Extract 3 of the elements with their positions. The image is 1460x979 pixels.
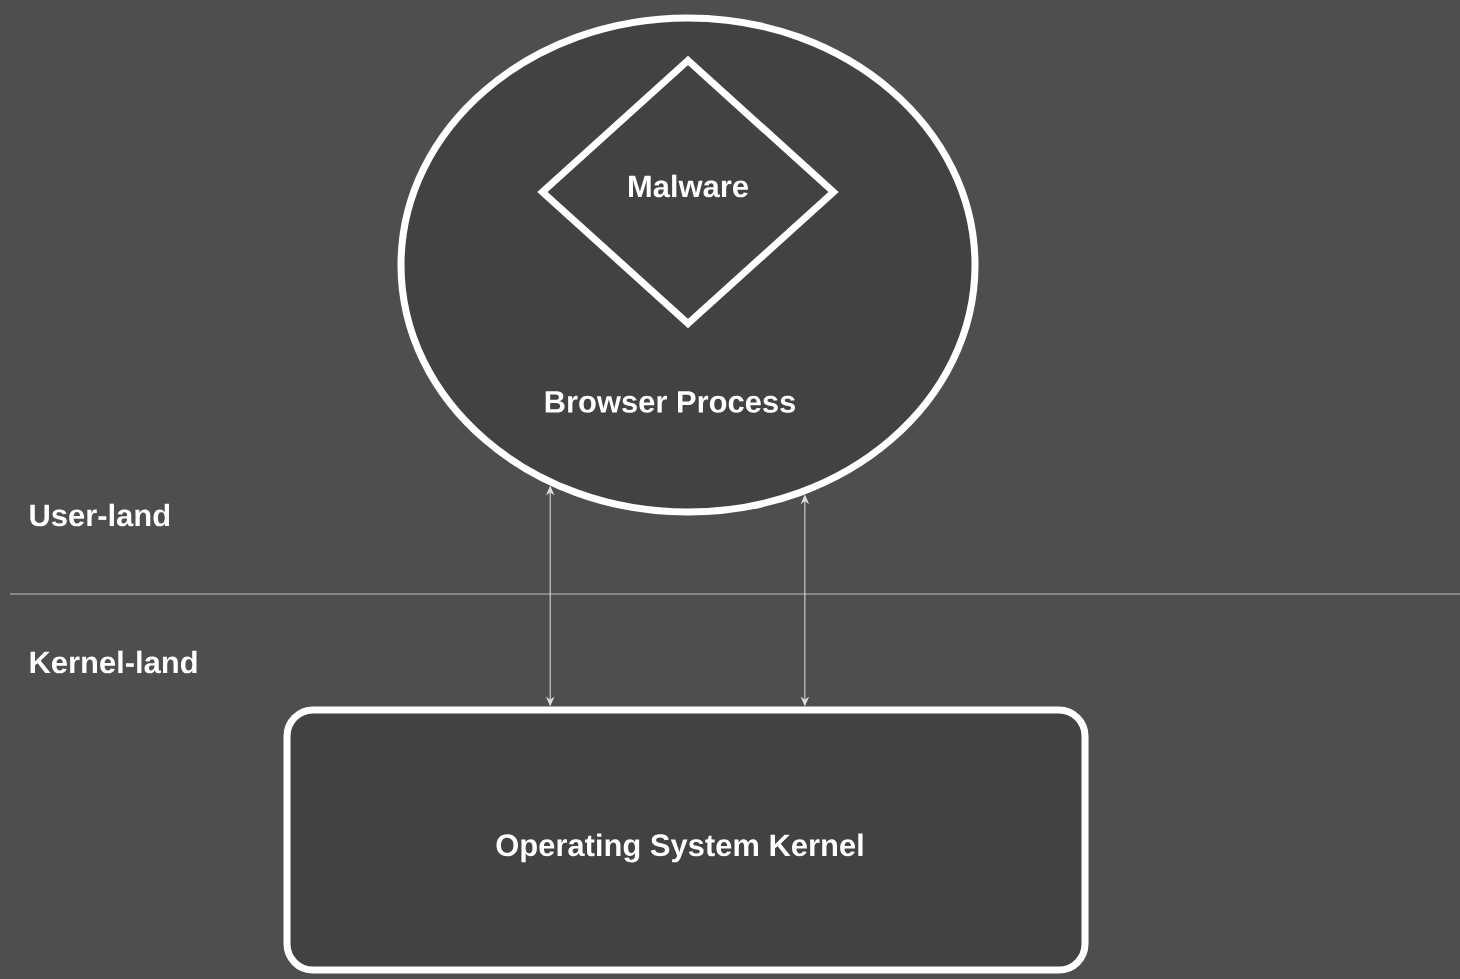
region-label: User-land <box>30 503 170 527</box>
region-label: Kernel-land <box>30 650 197 674</box>
kernel-box: Operating System Kernel <box>283 706 1089 974</box>
